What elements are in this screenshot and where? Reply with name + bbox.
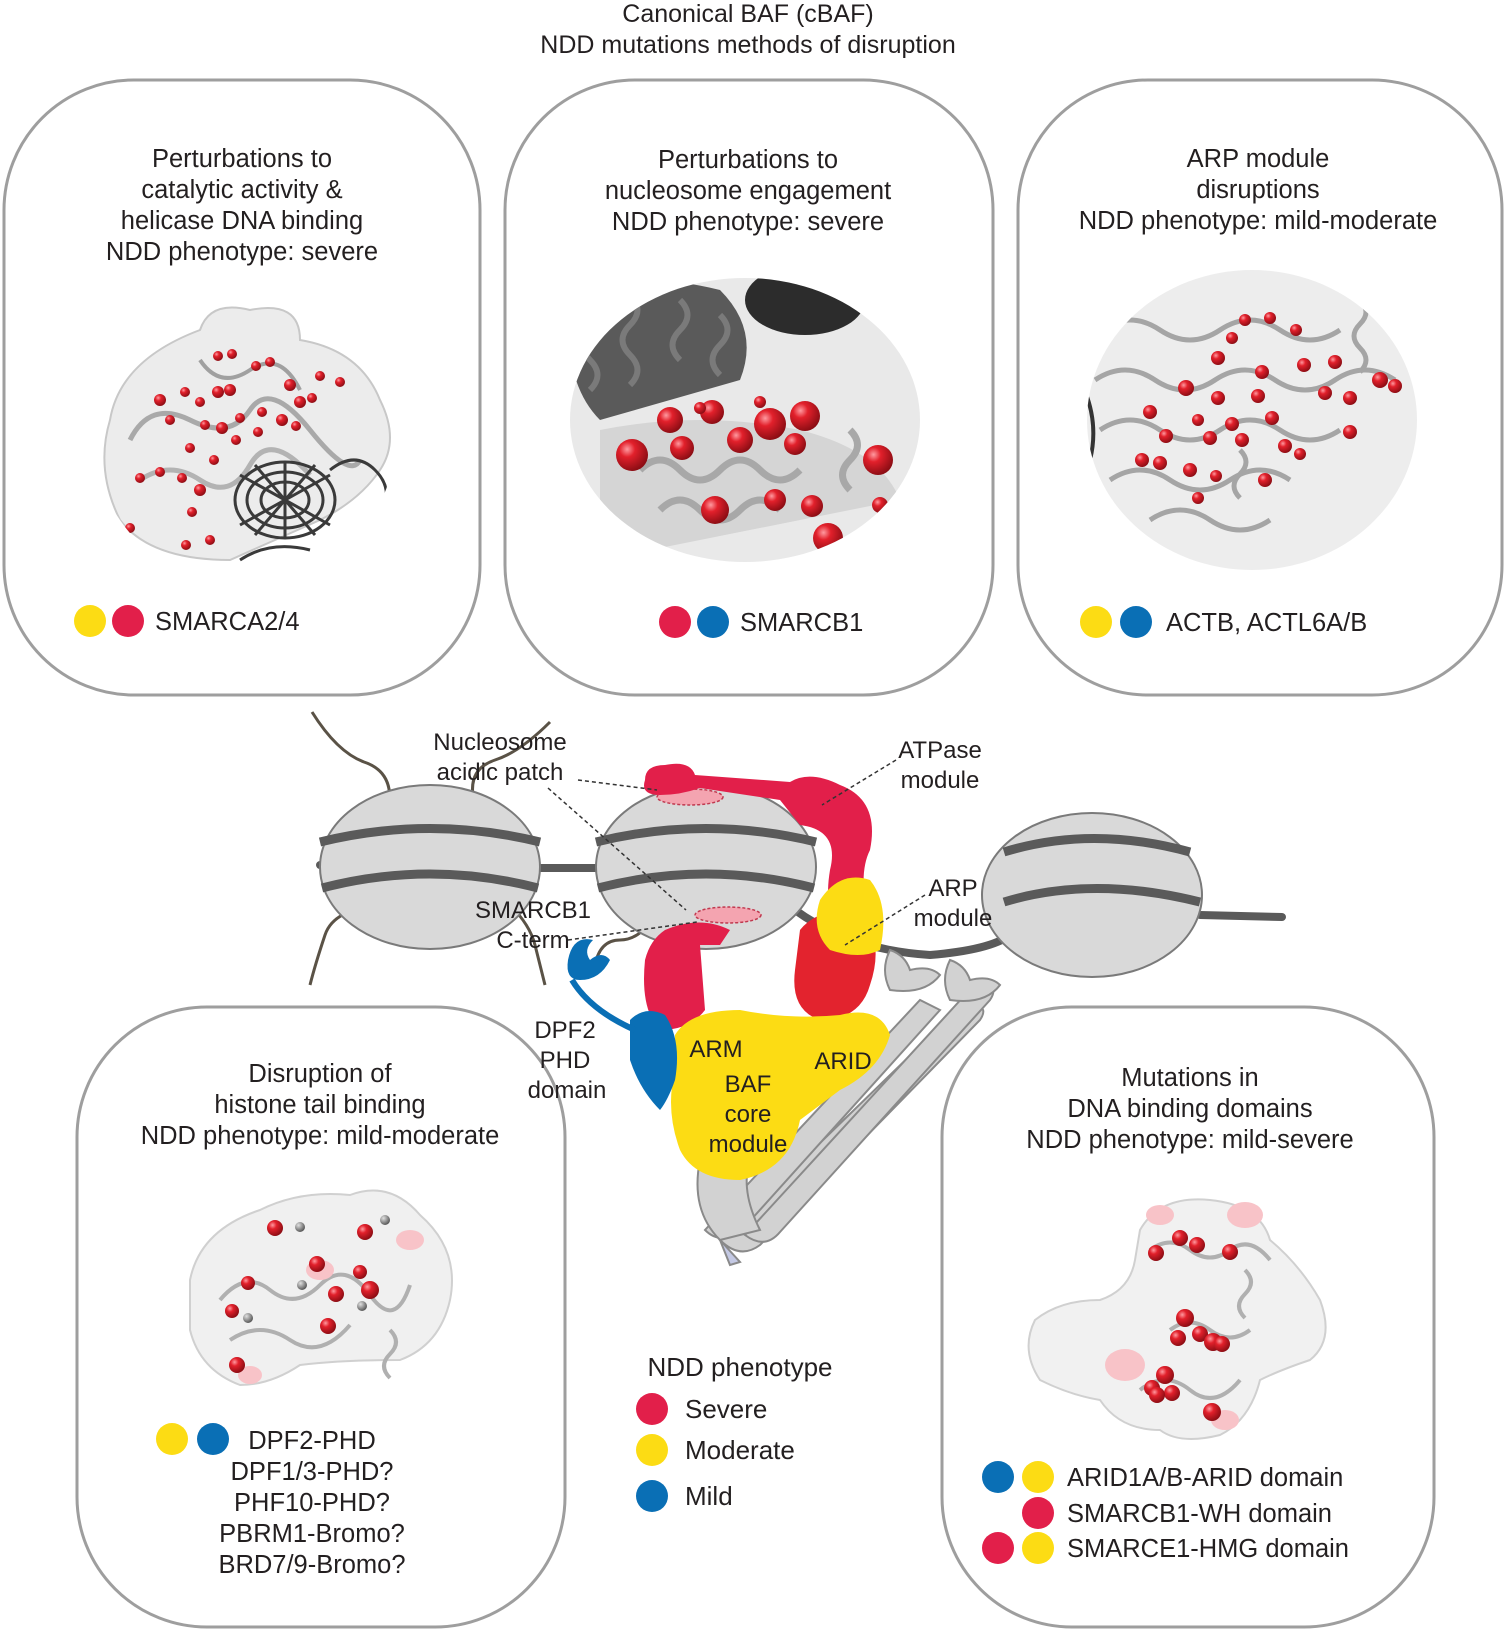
nucleosome-right [981,812,1203,978]
legend-label-mild: Mild [685,1481,733,1511]
label-atpase-line1: ATPase [898,737,982,764]
dpf2-phd-structure [189,1189,453,1387]
panel-nucleosome-heading-1: Perturbations to [658,146,838,174]
label-arm: ARM [689,1036,742,1063]
smarcb1-shape [644,922,730,1030]
mutation-spheres [616,396,893,553]
panel-histone-border [75,1005,567,1629]
panel-catalytic-dot-1 [74,605,106,637]
mutation-spheres [125,349,345,550]
panel-dna-heading-1: Mutations in [1121,1064,1259,1092]
panel-nucleosome-gene: SMARCB1 [740,609,863,637]
label-acidic-patch-line2: acidic patch [437,759,564,786]
label-module-line3: module [709,1131,788,1158]
leader-lines [547,759,926,946]
mutation-spheres [1144,1230,1238,1421]
panel-nucleosome-dot-2 [697,606,729,638]
legend-label-moderate: Moderate [685,1435,795,1465]
panel-arp-heading-2: disruptions [1196,176,1319,204]
label-dpf2-line1: DPF2 [534,1017,595,1044]
panel-dna-binding: Mutations in DNA binding domains NDD phe… [982,1064,1354,1564]
acidic-patch-bottom [694,906,762,924]
panel-histone-gene-2: DPF1/3-PHD? [231,1458,394,1486]
panel-dna-heading-3: NDD phenotype: mild-severe [1026,1126,1353,1154]
panel-arp-dot-1 [1080,606,1112,638]
panel-catalytic-dot-2 [112,605,144,637]
panel-histone-gene-4: PBRM1-Bromo? [219,1520,405,1548]
panel-nucleosome-heading-2: nucleosome engagement [605,177,891,205]
panel-histone-gene-5: BRD7/9-Bromo? [218,1551,405,1579]
label-atpase-line2: module [901,767,980,794]
arid-domain-structure [1027,1198,1327,1440]
legend-label-severe: Severe [685,1394,767,1424]
panel-histone-heading-1: Disruption of [248,1060,392,1088]
panel-histone-dot-2 [197,1423,229,1455]
panel-histone: Disruption of histone tail binding NDD p… [141,1060,500,1579]
smarca-protein-structure [103,306,391,562]
panel-dna-row1-label: ARID1A/B-ARID domain [1067,1464,1343,1492]
nucleosome-center [594,784,818,950]
panel-dna-row3-label: SMARCE1-HMG domain [1067,1535,1349,1563]
panel-catalytic: Perturbations to catalytic activity & he… [74,145,391,637]
panel-arp-dot-2 [1120,606,1152,638]
mutation-spheres [1135,312,1402,504]
label-arp-line1: ARP [928,875,977,902]
baf-nucleosome-schematic: Nucleosome acidic patch ATPase module AR… [308,711,1286,1267]
panel-histone-dot-1 [156,1423,188,1455]
panel-histone-gene-1: DPF2-PHD [248,1427,376,1455]
panel-dna-row3-dot-1 [982,1532,1014,1564]
panel-arp-heading-1: ARP module [1187,145,1330,173]
smarcb1-structure-closeup [570,278,920,562]
title-line-2: NDD mutations methods of disruption [540,31,955,59]
panel-nucleosome: Perturbations to nucleosome engagement N… [570,146,920,638]
panel-dna-heading-2: DNA binding domains [1067,1095,1312,1123]
nucleosome-left [318,784,542,950]
title-line-1: Canonical BAF (cBAF) [622,0,873,28]
legend-swatch-moderate [636,1434,668,1466]
legend-title: NDD phenotype [648,1352,833,1382]
panel-dna-binding-border [940,1005,1436,1629]
panel-nucleosome-dot-1 [659,606,691,638]
label-smarcb1-line1: SMARCB1 [475,897,591,924]
figure-title: Canonical BAF (cBAF) NDD mutations metho… [540,0,955,59]
panel-dna-row2-dot-1 [1022,1497,1054,1529]
panel-catalytic-gene: SMARCA2/4 [155,608,300,636]
panel-nucleosome-border [503,78,995,697]
legend-swatch-mild [636,1480,668,1512]
panel-arp-border [1016,78,1504,697]
panel-arp: ARP module disruptions NDD phenotype: mi… [1079,145,1438,638]
panel-arp-gene: ACTB, ACTL6A/B [1166,609,1367,637]
dpf2-phd-shape [567,939,678,1110]
label-baf-line1: BAF [725,1071,772,1098]
panel-catalytic-border [2,78,482,697]
panel-dna-row3-dot-2 [1022,1532,1054,1564]
label-nucleosome-line1: Nucleosome [433,729,566,756]
label-arp-line2: module [914,905,993,932]
arp-module-structure [1087,270,1417,570]
label-core-line2: core [725,1101,772,1128]
mutation-spheres [225,1215,390,1373]
baf-scaffold [696,948,1002,1267]
panel-nucleosome-heading-3: NDD phenotype: severe [612,208,884,236]
legend-swatch-severe [636,1393,668,1425]
panel-catalytic-heading-1: Perturbations to [152,145,332,173]
panel-catalytic-heading-3: helicase DNA binding [121,207,363,235]
label-arid: ARID [814,1048,871,1075]
panel-arp-heading-3: NDD phenotype: mild-moderate [1079,207,1438,235]
panel-dna-row1-dot-2 [1022,1461,1054,1493]
panel-catalytic-heading-2: catalytic activity & [141,176,342,204]
panel-dna-row1-dot-1 [982,1461,1014,1493]
baf-core-module-shape [671,1010,890,1180]
panel-histone-heading-3: NDD phenotype: mild-moderate [141,1122,500,1150]
panel-dna-row2-label: SMARCB1-WH domain [1067,1500,1332,1528]
phenotype-legend: NDD phenotype Severe Moderate Mild [636,1352,833,1512]
arp-module-shape [816,877,884,955]
label-phd-line2: PHD [540,1047,591,1074]
label-cterm-line2: C-term [496,927,569,954]
label-domain-line3: domain [528,1077,607,1104]
panel-histone-gene-3: PHF10-PHD? [234,1489,390,1517]
panel-histone-heading-2: histone tail binding [214,1091,425,1119]
panel-catalytic-heading-4: NDD phenotype: severe [106,238,378,266]
